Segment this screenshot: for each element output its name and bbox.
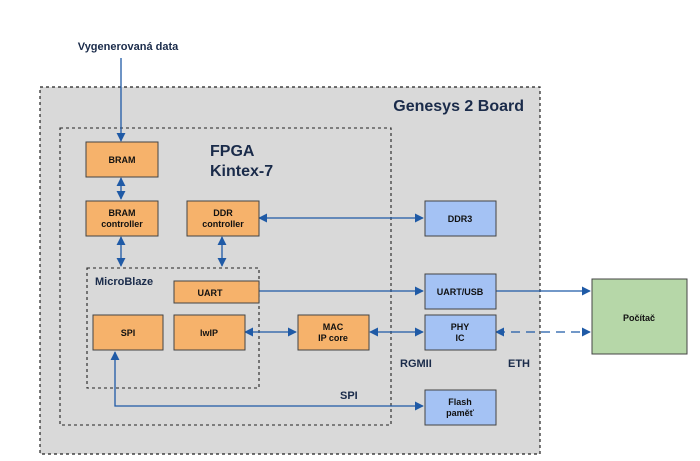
block-mac-line2: IP core (318, 333, 348, 343)
block-mac-ip-core: MAC IP core (297, 314, 370, 351)
block-phy-ic: PHY IC (424, 314, 497, 351)
link-label-rgmii: RGMII (400, 358, 432, 370)
block-ddr3: DDR3 (424, 200, 497, 237)
block-ddr-controller: DDR controller (186, 200, 260, 237)
fpga-title-line2: Kintex-7 (210, 163, 273, 180)
block-uart: UART (173, 280, 260, 304)
block-lwip: lwIP (173, 314, 246, 351)
link-label-eth: ETH (508, 358, 530, 370)
block-flash-line2: paměť (446, 408, 475, 418)
fpga-title-line1: FPGA (210, 143, 255, 160)
board-title: Genesys 2 Board (393, 98, 524, 115)
block-bram-controller-line1: BRAM (109, 208, 136, 218)
block-uart-usb: UART/USB (424, 273, 497, 310)
block-ddr3-label: DDR3 (448, 214, 473, 224)
block-flash-line1: Flash (448, 397, 472, 407)
block-mac-line1: MAC (323, 322, 344, 332)
block-bram-label: BRAM (109, 155, 136, 165)
block-flash: Flash paměť (424, 389, 497, 426)
arrow-spi-flash (110, 351, 424, 411)
block-ddr-controller-line1: DDR (213, 208, 233, 218)
block-spi: SPI (92, 314, 164, 351)
block-pocitac: Počítač (591, 278, 688, 355)
block-uart-usb-label: UART/USB (437, 287, 484, 297)
block-spi-label: SPI (121, 328, 136, 338)
input-data-label: Vygenerovaná data (78, 41, 179, 53)
block-phy-line2: IC (456, 333, 466, 343)
microblaze-label: MicroBlaze (95, 276, 153, 288)
block-ddr-controller-line2: controller (202, 219, 244, 229)
link-label-spi: SPI (340, 390, 358, 402)
fpga-container (59, 127, 392, 426)
block-uart-label: UART (198, 288, 223, 298)
block-pocitac-label: Počítač (623, 313, 655, 323)
block-bram-controller-line2: controller (101, 219, 143, 229)
block-bram-controller: BRAM controller (85, 200, 159, 237)
block-phy-line1: PHY (451, 322, 470, 332)
block-bram: BRAM (85, 141, 159, 178)
block-lwip-label: lwIP (200, 328, 218, 338)
